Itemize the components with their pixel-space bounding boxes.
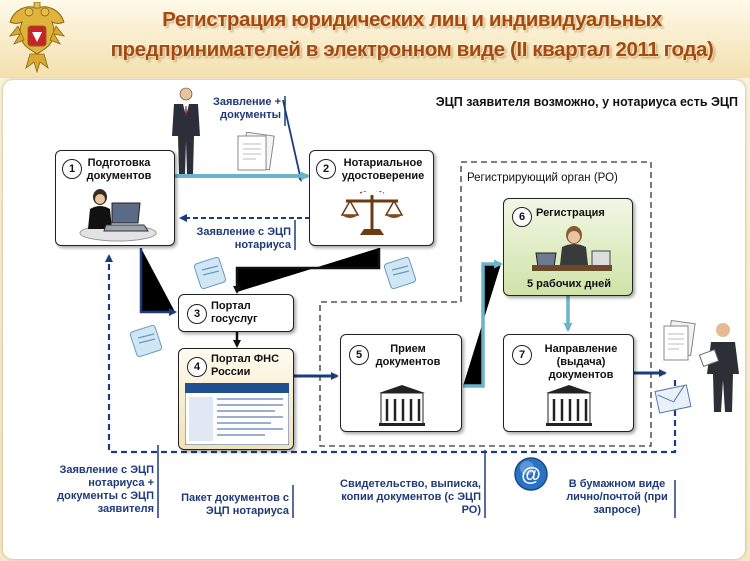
email-icon xyxy=(129,324,163,358)
step-5-number: 5 xyxy=(349,345,369,365)
email-icon xyxy=(383,256,417,290)
label-package: Пакет документов с ЭЦП нотариуса xyxy=(181,492,289,517)
building-icon xyxy=(379,385,425,426)
step-6-box[interactable]: 6 Регистрация 5 рабочих дней xyxy=(503,198,633,296)
step-6-number: 6 xyxy=(512,207,532,227)
step-2-label: Нотариальное удостоверение xyxy=(341,157,425,182)
diagram-panel: 1 Подготовка документов 2 Нотариальное у… xyxy=(3,80,745,559)
step-4-number: 4 xyxy=(187,357,207,377)
step-2-box[interactable]: 2 Нотариальное удостоверение xyxy=(309,150,434,246)
step-7-box[interactable]: 7 Направление (выдача) документов xyxy=(503,334,634,432)
step-3-box[interactable]: 3 Портал госуслуг xyxy=(178,294,294,332)
label-certificate: Свидетельство, выписка, копии документов… xyxy=(340,478,481,516)
step-7-number: 7 xyxy=(512,345,532,365)
step-4-label: Портал ФНС России xyxy=(211,353,280,378)
businessman-icon xyxy=(172,87,200,174)
region-label: Регистрирующий орган (РО) xyxy=(467,172,618,184)
document-stack-icon xyxy=(663,320,696,361)
label-applicant-path: Заявление с ЭЦП нотариуса + документы с … xyxy=(57,464,154,515)
step-1-box[interactable]: 1 Подготовка документов xyxy=(55,150,175,246)
label-from-notary: Заявление с ЭЦП нотариуса xyxy=(196,226,291,251)
title-line-2: предпринимателей в электронном виде (II … xyxy=(110,38,714,61)
step-6-duration: 5 рабочих дней xyxy=(526,278,612,290)
document-stack-icon xyxy=(237,132,275,171)
step-3-number: 3 xyxy=(187,304,207,324)
step-5-box[interactable]: 5 Прием документов xyxy=(340,334,462,432)
woman-at-desk-icon xyxy=(532,226,612,271)
step-2-number: 2 xyxy=(316,159,336,179)
russian-emblem-icon xyxy=(9,2,65,74)
header: Регистрация юридических лиц и индивидуал… xyxy=(0,0,750,78)
title-line-1: Регистрация юридических лиц и индивидуал… xyxy=(162,8,662,31)
note-signature: ЭЦП заявителя возможно, у нотариуса есть… xyxy=(435,95,738,109)
woman-at-laptop-icon xyxy=(79,189,157,242)
step-4-box[interactable]: 4 Портал ФНС России xyxy=(178,348,294,450)
step-7-label: Направление (выдача) документов xyxy=(544,343,618,381)
diagram-connectors xyxy=(105,96,677,518)
registering-body-region xyxy=(319,161,652,447)
at-sign-icon: @ xyxy=(514,457,548,491)
label-paper: В бумажном виде лично/почтой (при запрос… xyxy=(566,478,668,516)
step-3-label: Портал госуслуг xyxy=(211,300,258,325)
envelope-icon xyxy=(654,384,692,414)
scales-icon xyxy=(340,191,404,235)
step-6-label: Регистрация xyxy=(536,207,605,219)
label-to-notary: Заявление + документы xyxy=(212,96,281,121)
email-icon xyxy=(193,256,227,290)
step-1-number: 1 xyxy=(62,159,82,179)
svg-text:@: @ xyxy=(521,464,541,486)
step-1-label: Подготовка документов xyxy=(86,157,152,182)
fns-portal-screenshot-icon xyxy=(185,383,289,445)
reading-man-icon xyxy=(699,323,739,412)
step-5-label: Прием документов xyxy=(375,343,441,368)
building-icon xyxy=(546,385,592,426)
